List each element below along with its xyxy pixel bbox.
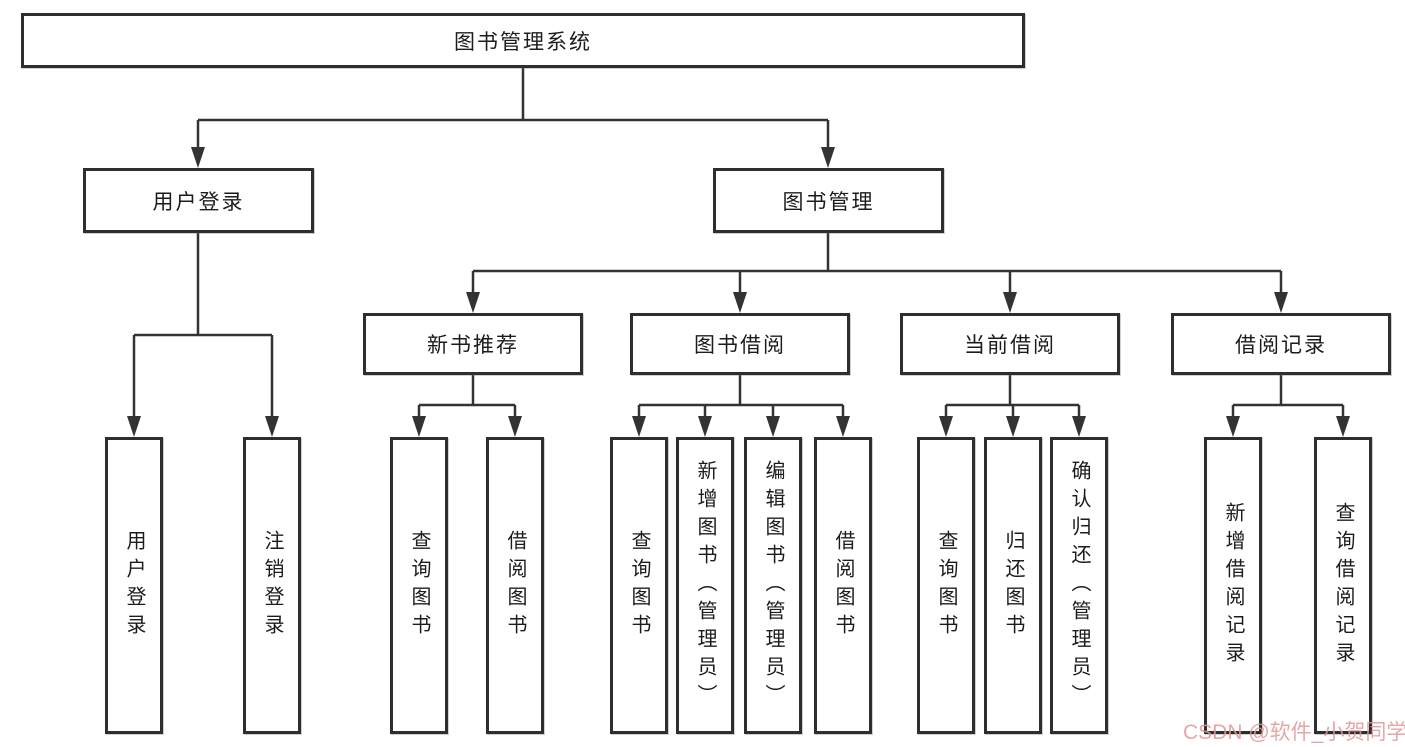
arrowhead <box>733 292 747 313</box>
connector-records-to-leaves <box>1231 375 1345 418</box>
leaf-borrow-book: 借阅图书 <box>814 437 872 734</box>
arrowhead <box>836 416 850 437</box>
arrowhead <box>1072 416 1086 437</box>
connector-current-to-leaves <box>944 375 1081 418</box>
leaf-edit-book-admin: 编辑图书（管理员） <box>744 437 802 734</box>
leaf-borrow-query-book: 查询图书 <box>610 437 668 734</box>
node-book-management: 图书管理 <box>713 168 944 233</box>
leaf-recommend-borrow-book: 借阅图书 <box>486 437 544 734</box>
leaf-user-login: 用户登录 <box>105 437 163 734</box>
connector-root-to-level1 <box>196 68 830 149</box>
arrowhead <box>508 416 522 437</box>
leaf-confirm-return-admin: 确认归还（管理员） <box>1050 437 1108 734</box>
connector-mgmt-to-level2 <box>471 233 1283 294</box>
leaf-logout: 注销登录 <box>243 437 301 734</box>
arrowhead <box>412 416 426 437</box>
leaf-return-book: 归还图书 <box>984 437 1042 734</box>
arrowhead <box>939 416 953 437</box>
csdn-watermark: CSDN @软件_小贺同学 <box>1183 721 1405 744</box>
arrowhead <box>1274 292 1288 313</box>
leaf-add-book-admin: 新增图书（管理员） <box>676 437 734 734</box>
arrowhead <box>766 416 780 437</box>
arrowhead <box>1226 416 1240 437</box>
arrowhead <box>698 416 712 437</box>
leaf-recommend-query-book: 查询图书 <box>390 437 448 734</box>
node-borrow-records: 借阅记录 <box>1171 313 1391 375</box>
arrowhead <box>466 292 480 313</box>
arrowhead <box>821 147 835 168</box>
node-user-login: 用户登录 <box>83 168 314 233</box>
leaf-current-query-book: 查询图书 <box>917 437 975 734</box>
arrowhead <box>1003 292 1017 313</box>
node-new-book-recommend: 新书推荐 <box>363 313 583 375</box>
node-book-borrow: 图书借阅 <box>630 313 850 375</box>
leaf-query-borrow-record: 查询借阅记录 <box>1314 437 1372 734</box>
node-root: 图书管理系统 <box>21 13 1025 68</box>
arrowhead <box>265 416 279 437</box>
arrowhead <box>191 147 205 168</box>
node-current-borrow: 当前借阅 <box>900 313 1120 375</box>
arrowhead <box>127 416 141 437</box>
connector-borrow-to-leaves <box>637 375 845 418</box>
arrowhead <box>632 416 646 437</box>
arrowhead <box>1336 416 1350 437</box>
arrowhead <box>1006 416 1020 437</box>
connector-login-to-leaves <box>132 233 274 418</box>
leaf-add-borrow-record: 新增借阅记录 <box>1204 437 1262 734</box>
connector-recommend-to-leaves <box>417 375 517 418</box>
